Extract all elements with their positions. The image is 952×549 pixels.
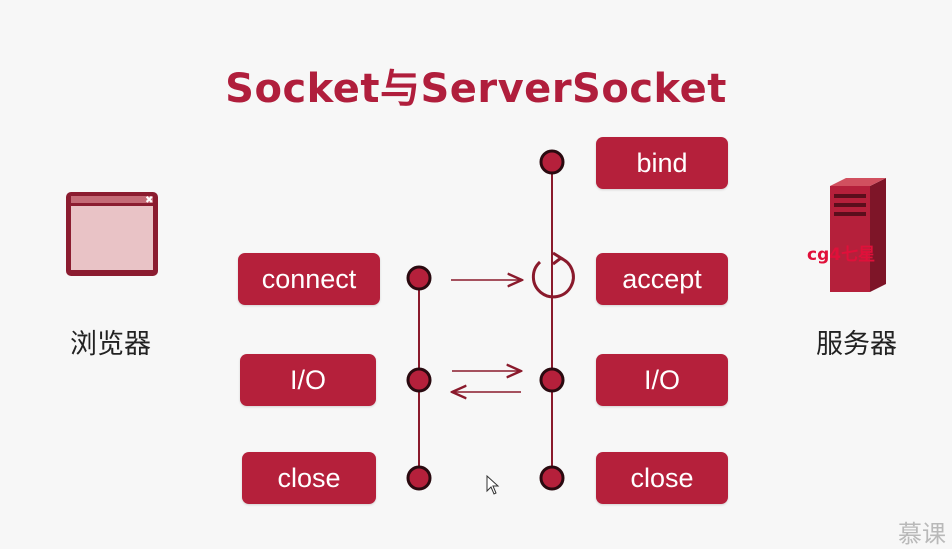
client-connect-node [406, 265, 432, 291]
server-tower-icon [830, 178, 886, 292]
client-close-node [406, 465, 432, 491]
client-io-step: I/O [240, 354, 376, 406]
browser-window-icon: ✖ [66, 192, 158, 276]
mouse-cursor-icon [486, 474, 500, 495]
server-bind-step: bind [596, 137, 728, 189]
server-close-node [539, 465, 565, 491]
server-io-node [539, 367, 565, 393]
client-io-node [406, 367, 432, 393]
server-close-step: close [596, 452, 728, 504]
client-connect-step: connect [238, 253, 380, 305]
browser-label: 浏览器 [70, 329, 151, 360]
client-close-step: close [242, 452, 376, 504]
overlay-watermark-text: cg4七星 [807, 245, 876, 265]
server-label: 服务器 [816, 329, 897, 360]
svg-text:✖: ✖ [145, 195, 153, 206]
server-accept-step: accept [596, 253, 728, 305]
server-bind-node [539, 149, 565, 175]
accept-wait-loop-icon [531, 251, 575, 299]
slide-title: Socket与ServerSocket [225, 66, 727, 112]
brand-logo-text: 慕课 [898, 520, 946, 548]
server-io-step: I/O [596, 354, 728, 406]
